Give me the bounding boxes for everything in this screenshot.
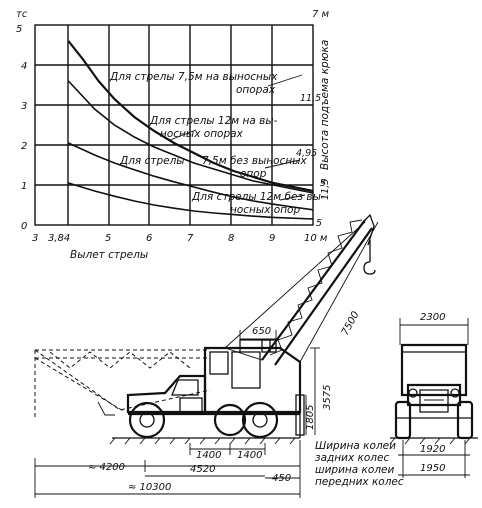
curve-annotations: Для стрелы 7,5м на выносных опорах Для с…	[109, 71, 325, 216]
load-chart: 0 1 2 3 4 5 тс 3 3,84 5 6 7 8 9 10 м Выл…	[16, 9, 331, 261]
side-view-dimensions: 650 7500 3575 1805 1400 1400 ≈ 4200 4520	[34, 221, 379, 498]
track-width-notes: Ширина колеи задних колес ширина колеи п…	[315, 440, 404, 488]
curve-label: опорах	[236, 84, 276, 96]
load-curve-4	[68, 182, 314, 220]
dim-4520: 4520	[190, 464, 215, 475]
x-tick-label: 8	[228, 233, 234, 244]
y-tick-label: 4	[21, 61, 27, 72]
y-tick-label: 3	[21, 101, 27, 112]
crane-boom	[97, 213, 376, 416]
dim-4200: ≈ 4200	[88, 462, 125, 473]
x-tick-label: 10 м	[304, 233, 328, 244]
y-tick-label: 1	[21, 181, 27, 192]
crane-side-view: 650 7500 3575 1805 1400 1400 ≈ 4200 4520	[34, 213, 404, 498]
x-axis-label: Вылет стрелы	[70, 249, 148, 261]
dim-1920: 1920	[420, 444, 445, 455]
y-tick-label: 2	[21, 141, 27, 152]
right-tick-label: 4,95	[296, 148, 317, 159]
truck-wheels	[128, 401, 279, 439]
curve-label: Для стрелы	[119, 155, 185, 167]
x-tick-label: 9	[269, 233, 275, 244]
load-curve-1	[67, 40, 314, 193]
load-curves	[67, 40, 314, 220]
dim-650: 650	[252, 326, 271, 337]
right-tick-label: 5	[320, 178, 326, 189]
right-tick-label: 11,5	[320, 179, 331, 200]
curve-label: 7,5м без выносных	[202, 155, 308, 167]
y-unit-label: тс	[16, 9, 28, 20]
dim-450: 450	[272, 473, 291, 484]
ground-line	[109, 437, 300, 445]
front-track-label: ширина колеи	[315, 464, 394, 476]
load-curve-2	[67, 80, 314, 194]
curve-label: носных опорах	[160, 128, 244, 140]
right-tick-label: 5	[316, 218, 322, 229]
rear-track-label: Ширина колеи	[315, 440, 396, 452]
front-track-label: передних колес	[315, 476, 404, 488]
dim-1805: 1805	[305, 405, 316, 430]
y-tick-label: 5	[16, 24, 22, 35]
boom-transport-position	[34, 349, 211, 420]
x-tick-label: 5	[105, 233, 111, 244]
x-tick-label: 3,84	[48, 233, 70, 244]
x-tick-label: 3	[32, 233, 38, 244]
dim-1950: 1950	[420, 463, 445, 474]
right-axis-labels: 7 м 11,5 4,95 5 5 11,5 Высота подъема кр…	[296, 9, 331, 229]
right-tick-label: 11,5	[300, 93, 321, 104]
x-tick-labels: 3 3,84 5 6 7 8 9 10 м	[32, 233, 328, 244]
x-tick-label: 6	[146, 233, 152, 244]
right-unit-label: 7 м	[312, 9, 330, 20]
y-tick-label: 0	[21, 221, 27, 232]
load-curve-3	[68, 142, 314, 211]
curve-label: Для стрелы 12м на вы-	[149, 115, 278, 127]
dim-2300: 2300	[420, 312, 445, 323]
curve-label: Для стрелы 12м без вы-	[191, 191, 325, 203]
x-tick-label: 7	[187, 233, 194, 244]
truck-body	[126, 339, 305, 438]
curve-label: Для стрелы 7,5м на выносных	[109, 71, 278, 83]
chart-grid	[34, 24, 314, 226]
curve-label: опор	[240, 168, 267, 180]
rear-track-label: задних колес	[315, 452, 389, 464]
dim-1400b: 1400	[237, 450, 262, 461]
dim-3575: 3575	[322, 385, 333, 410]
crane-front-view: 2300 1920 1950	[389, 312, 478, 478]
dim-1400a: 1400	[196, 450, 221, 461]
right-axis-title: Высота подъема крюка	[319, 40, 331, 170]
y-tick-labels: 0 1 2 3 4 5 тс	[16, 9, 28, 232]
curve-label: носных опор	[230, 204, 300, 216]
dim-10300: ≈ 10300	[128, 482, 171, 493]
dim-7500: 7500	[340, 310, 362, 338]
